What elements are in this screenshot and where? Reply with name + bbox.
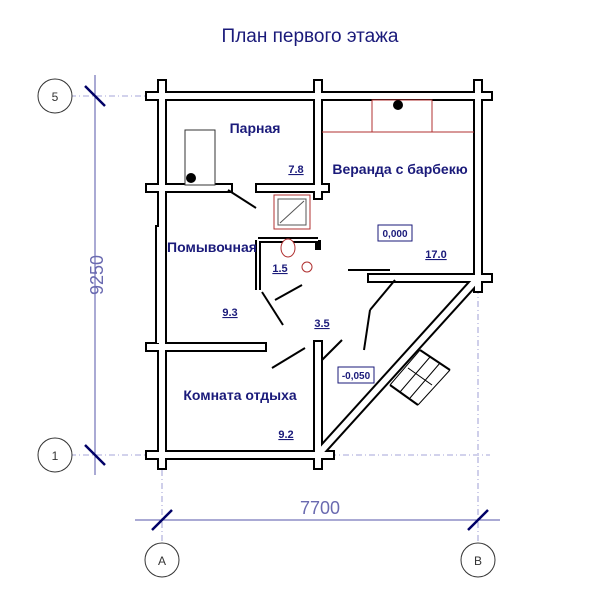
plan-title: План первого этажа (222, 26, 399, 47)
stove-parnaya (184, 129, 216, 186)
toilet (280, 238, 313, 273)
room-name-parnaya: Парная (230, 120, 281, 136)
axis-marker-5: 5 (37, 78, 73, 114)
level-veranda: 0,000 (382, 229, 407, 240)
level-mark-hall (337, 366, 375, 384)
shower-cabin (273, 194, 311, 230)
room-area-veranda: 17.0 (425, 249, 446, 261)
room-area-parnaya: 7.8 (288, 164, 303, 176)
level-mark-veranda (377, 224, 413, 242)
grid-lines (70, 80, 490, 545)
level-hall: -0,050 (342, 371, 371, 382)
dimension-vertical: 9250 (84, 75, 107, 475)
svg-text:1: 1 (52, 449, 59, 463)
bbq-grill (322, 99, 474, 133)
room-name-komnata: Комната отдыха (183, 387, 297, 403)
svg-text:5: 5 (52, 90, 59, 104)
dimension-width: 7700 (300, 498, 340, 518)
doors (227, 189, 396, 369)
walls (145, 79, 493, 470)
room-name-pomyvochnaya: Помывочная (167, 239, 257, 255)
svg-text:A: A (158, 554, 166, 568)
room-area-komnata: 9.2 (278, 429, 293, 441)
dimension-height: 9250 (87, 255, 107, 295)
svg-text:B: B (474, 554, 482, 568)
room-area-pomyvochnaya: 9.3 (222, 307, 237, 319)
room-name-veranda: Веранда с барбекю (332, 161, 467, 177)
dimension-horizontal: 7700 (135, 498, 500, 531)
room-area-wc: 1.5 (272, 263, 287, 275)
axis-marker-b: B (460, 542, 496, 578)
room-area-hall: 3.5 (314, 318, 329, 330)
axis-marker-1: 1 (37, 437, 73, 473)
axis-marker-a: A (144, 542, 180, 578)
stairs (389, 349, 451, 406)
